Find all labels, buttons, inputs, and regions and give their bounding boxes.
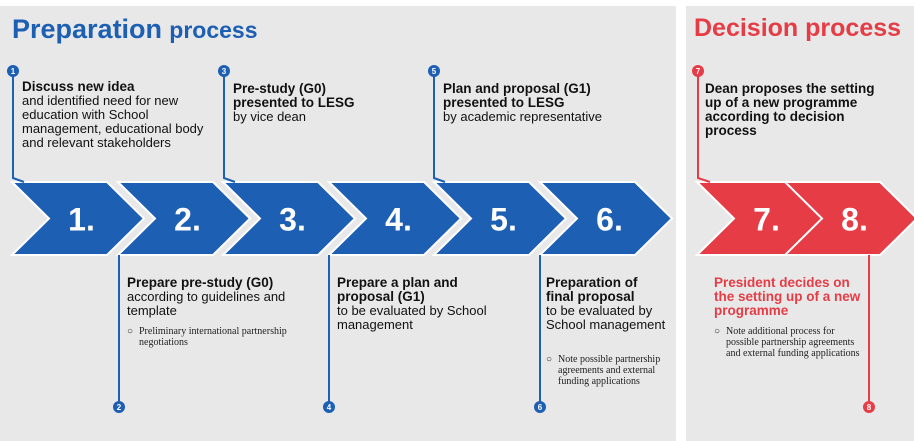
step-8-subnote-text: Note additional process for possible par… [726, 326, 860, 359]
step-marker-label-4: 4 [327, 403, 332, 412]
step-3-body: by vice dean [233, 109, 306, 124]
step-marker-8 [863, 401, 875, 413]
step-marker-label-5: 5 [432, 67, 437, 76]
step-marker-label-6: 6 [538, 403, 543, 412]
step-5-text: Plan and proposal (G1) presented to LESG… [443, 82, 623, 124]
chevron-2 [115, 181, 252, 256]
step-4-heading: Prepare a plan and proposal (G1) [337, 275, 458, 304]
step-marker-2 [113, 401, 125, 413]
chevron-label-5: 5. [490, 202, 517, 238]
connector-line-3 [223, 71, 236, 183]
step-marker-label-2: 2 [117, 403, 122, 412]
step-8-heading: President decides on the setting up of a… [714, 275, 861, 318]
step-2-heading: Prepare pre-study (G0) [127, 275, 274, 290]
step-7-text: Dean proposes the setting up of a new pr… [705, 82, 885, 138]
chevron-label-7: 7. [753, 202, 780, 238]
step-8-subnote: ○Note additional process for possible pa… [714, 326, 860, 359]
step-6-subnote-text: Note possible partnership agreements and… [558, 354, 661, 387]
step-marker-7 [692, 65, 704, 77]
decision-title: Decision process [694, 14, 902, 42]
preparation-title-word2: process [169, 17, 258, 43]
step-5-heading: Plan and proposal (G1) presented to LESG [443, 81, 591, 110]
step-4-text: Prepare a plan and proposal (G1) to be e… [337, 276, 512, 332]
step-6-text: Preparation of final proposal to be eval… [546, 276, 666, 332]
step-8-text: President decides on the setting up of a… [714, 276, 864, 318]
connector-line-5 [433, 71, 446, 183]
step-marker-label-8: 8 [867, 403, 872, 412]
preparation-title-word1: Preparation [12, 14, 163, 44]
step-7-heading: Dean proposes the setting up of a new pr… [705, 81, 875, 138]
preparation-title: Preparation process [12, 14, 258, 45]
step-marker-6 [534, 401, 546, 413]
chevron-4 [326, 181, 463, 256]
step-marker-label-7: 7 [696, 67, 701, 76]
chevron-label-6: 6. [596, 202, 623, 238]
chevron-5 [431, 181, 568, 256]
step-1-heading: Discuss new idea [22, 79, 135, 94]
step-2-text: Prepare pre-study (G0) according to guid… [127, 276, 312, 318]
step-2-body: according to guidelines and template [127, 289, 286, 318]
step-1-text: Discuss new idea and identified need for… [22, 80, 222, 150]
step-marker-label-3: 3 [222, 67, 227, 76]
step-2-subnote-text: Preliminary international partnership ne… [139, 326, 287, 348]
step-3-heading: Pre-study (G0) presented to LESG [233, 81, 355, 110]
chevron-6 [537, 181, 674, 256]
step-1-body: and identified need for new education wi… [22, 93, 204, 150]
step-6-heading: Preparation of final proposal [546, 275, 638, 304]
step-6-subnote: ○Note possible partnership agreements an… [546, 354, 661, 387]
chevron-label-8: 8. [841, 202, 868, 238]
connector-line-1 [12, 71, 25, 183]
chevron-8 [782, 181, 914, 256]
connector-line-7 [697, 71, 711, 183]
chevron-label-4: 4. [385, 202, 412, 238]
chevron-label-3: 3. [279, 202, 306, 238]
step-3-text: Pre-study (G0) presented to LESG by vice… [233, 82, 378, 124]
chevron-label-1: 1. [68, 202, 95, 238]
chevron-label-2: 2. [174, 202, 201, 238]
step-5-body: by academic representative [443, 109, 602, 124]
step-marker-1 [7, 65, 19, 77]
step-marker-5 [428, 65, 440, 77]
step-marker-3 [218, 65, 230, 77]
chevron-3 [220, 181, 357, 256]
step-6-body: to be evaluated by School management [546, 303, 666, 332]
step-2-subnote: ○Preliminary international partnership n… [127, 326, 287, 348]
step-marker-label-1: 1 [11, 67, 16, 76]
step-marker-4 [323, 401, 335, 413]
chevron-1 [9, 181, 146, 256]
step-4-body: to be evaluated by School management [337, 303, 487, 332]
